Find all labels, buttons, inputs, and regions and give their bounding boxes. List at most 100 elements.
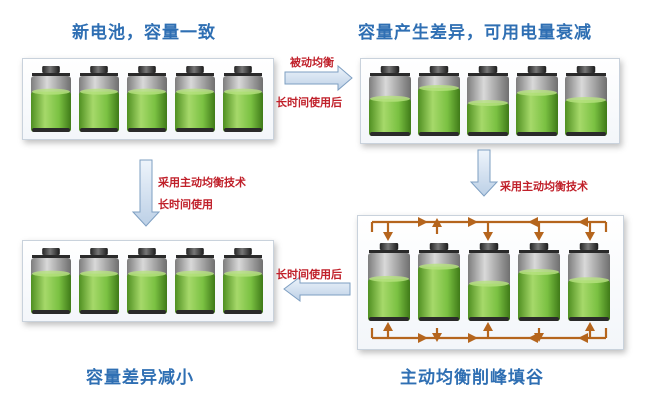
battery-balancing-2 xyxy=(418,243,460,321)
note-passive-balancing: 被动均衡 xyxy=(290,56,334,69)
battery-terminal xyxy=(579,243,599,250)
battery-charge xyxy=(467,103,509,136)
flow-arrow-right xyxy=(284,64,353,92)
battery-terminal xyxy=(186,248,204,255)
charge-surface xyxy=(419,263,459,270)
note-after-long-use-top: 长时间使用后 xyxy=(276,96,342,109)
battery-rim xyxy=(468,73,508,76)
battery-base xyxy=(80,310,118,314)
battery-terminal xyxy=(186,66,204,73)
charge-surface xyxy=(224,270,262,277)
battery-terminal xyxy=(379,243,399,250)
flow-arrow-left xyxy=(283,276,351,302)
battery-base xyxy=(128,310,166,314)
battery-charge xyxy=(516,92,558,136)
battery-base xyxy=(176,128,214,132)
battery-rim xyxy=(419,250,459,253)
battery-rim xyxy=(32,255,70,258)
battery-charge xyxy=(368,278,410,321)
battery-terminal xyxy=(90,248,108,255)
battery-aged-1 xyxy=(369,66,411,136)
battery-rim xyxy=(469,250,509,253)
battery-charge xyxy=(127,273,167,314)
battery-terminal xyxy=(138,248,156,255)
charge-surface xyxy=(128,88,166,95)
battery-charge xyxy=(79,273,119,314)
battery-charge xyxy=(127,91,167,132)
battery-aged-2 xyxy=(418,66,460,136)
title-capacity-difference: 容量产生差异，可用电量衰减 xyxy=(358,23,592,43)
battery-rim xyxy=(80,255,118,258)
battery-rim xyxy=(176,73,214,76)
battery-balancing-1 xyxy=(368,243,410,321)
charge-surface xyxy=(80,270,118,277)
battery-charge xyxy=(31,273,71,314)
battery-base xyxy=(32,310,70,314)
battery-charge xyxy=(223,273,263,314)
battery-new-5 xyxy=(223,66,263,132)
charge-surface xyxy=(519,269,559,276)
battery-terminal xyxy=(234,66,252,73)
battery-charge xyxy=(418,266,460,321)
battery-terminal xyxy=(479,243,499,250)
charge-surface xyxy=(370,95,410,102)
battery-base xyxy=(370,132,410,136)
charge-surface xyxy=(569,277,609,284)
charge-surface xyxy=(469,280,509,287)
battery-terminal xyxy=(429,66,449,73)
battery-charge xyxy=(565,100,607,136)
battery-rim xyxy=(128,73,166,76)
battery-base xyxy=(468,132,508,136)
battery-balanced-4 xyxy=(175,248,215,314)
charge-surface xyxy=(128,270,166,277)
battery-base xyxy=(224,310,262,314)
battery-base xyxy=(128,128,166,132)
balancing-arrows xyxy=(370,217,608,343)
note-long-use-left: 长时间使用 xyxy=(158,198,213,211)
battery-charge xyxy=(568,280,610,321)
charge-surface xyxy=(468,100,508,106)
charge-surface xyxy=(176,88,214,95)
note-active-tech-left: 采用主动均衡技术 xyxy=(158,176,246,189)
battery-charge xyxy=(175,273,215,314)
charge-surface xyxy=(369,275,409,282)
charge-surface xyxy=(32,270,70,277)
battery-rim xyxy=(176,255,214,258)
battery-terminal xyxy=(42,248,60,255)
battery-base xyxy=(176,310,214,314)
battery-balancing-5 xyxy=(568,243,610,321)
battery-rim xyxy=(566,73,606,76)
battery-rim xyxy=(80,73,118,76)
battery-base xyxy=(419,317,459,321)
battery-base xyxy=(517,132,557,136)
battery-charge xyxy=(418,88,460,136)
battery-charge xyxy=(518,272,560,321)
title-active-balancing: 主动均衡削峰填谷 xyxy=(400,368,544,388)
charge-surface xyxy=(176,270,214,277)
battery-rim xyxy=(517,73,557,76)
charge-surface xyxy=(32,88,70,95)
battery-base xyxy=(369,317,409,321)
battery-aged-3 xyxy=(467,66,509,136)
battery-charge xyxy=(175,91,215,132)
battery-terminal xyxy=(380,66,400,73)
battery-balanced-1 xyxy=(31,248,71,314)
battery-rim xyxy=(569,250,609,253)
battery-base xyxy=(469,317,509,321)
note-active-tech-right: 采用主动均衡技术 xyxy=(500,180,588,193)
battery-balancing-4 xyxy=(518,243,560,321)
battery-balanced-5 xyxy=(223,248,263,314)
battery-terminal xyxy=(527,66,547,73)
battery-terminal xyxy=(429,243,449,250)
charge-surface xyxy=(517,89,557,96)
battery-terminal xyxy=(138,66,156,73)
battery-base xyxy=(419,132,459,136)
battery-base xyxy=(566,132,606,136)
charge-surface xyxy=(80,88,118,95)
battery-charge xyxy=(31,91,71,132)
battery-new-4 xyxy=(175,66,215,132)
battery-rim xyxy=(224,73,262,76)
battery-charge xyxy=(79,91,119,132)
battery-terminal xyxy=(90,66,108,73)
charge-surface xyxy=(566,97,606,103)
